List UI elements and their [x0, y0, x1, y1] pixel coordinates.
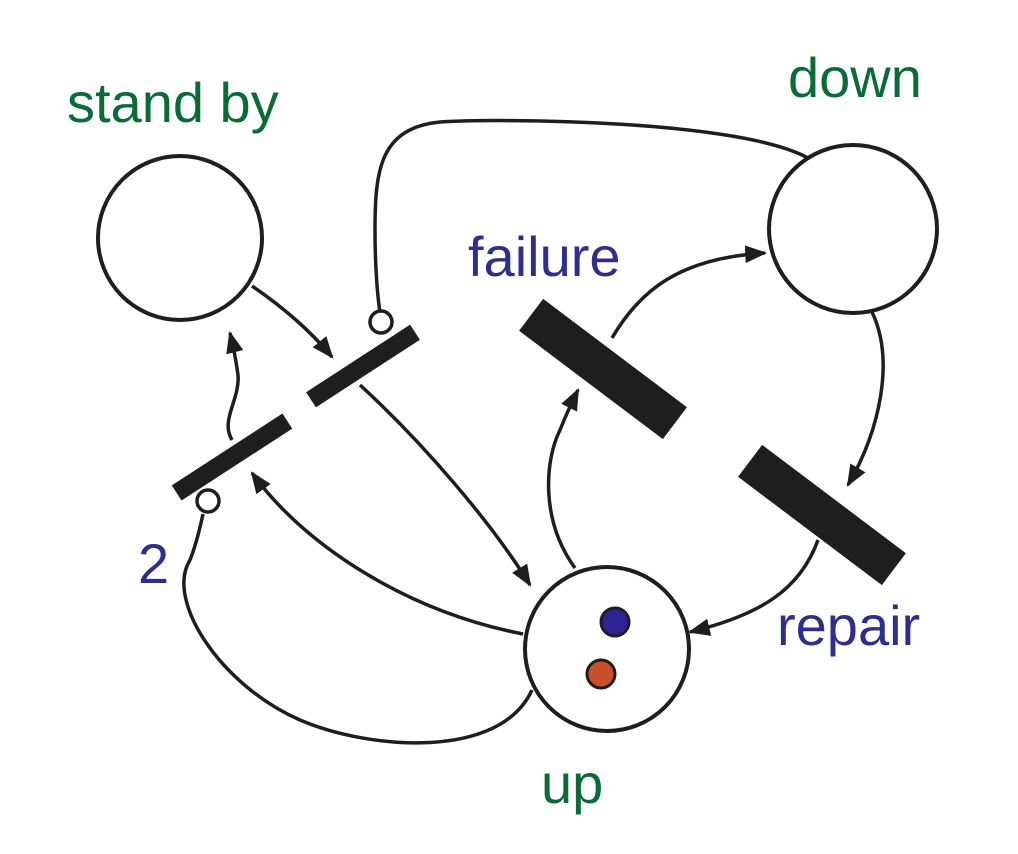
arc-standby-to-transition	[251, 284, 334, 359]
token	[599, 606, 631, 638]
arc-transition-to-up	[358, 383, 532, 587]
place-up	[523, 565, 691, 733]
place-down	[767, 143, 939, 315]
arc-failure-to-down	[610, 245, 768, 339]
arc-transition-to-standby	[226, 330, 244, 441]
token	[585, 658, 617, 690]
places	[96, 143, 939, 733]
label-repair: repair	[777, 594, 920, 657]
inhibitor-lower	[195, 488, 221, 514]
transition-repair	[738, 444, 906, 586]
label-up: up	[541, 752, 603, 815]
arc-up-to-transition	[250, 471, 524, 636]
label-failure: failure	[468, 225, 621, 288]
transition-standby-return	[171, 413, 293, 501]
label-multiplicity-2: 2	[138, 532, 169, 595]
label-down: down	[788, 46, 922, 109]
inhibitors	[195, 309, 394, 514]
transitions	[171, 298, 906, 586]
label-stand-by: stand by	[67, 71, 279, 134]
place-stand-by	[96, 154, 264, 322]
arc-up-inhibit-transition-2	[182, 513, 534, 745]
arc-down-inhibit-standby-transition	[373, 118, 809, 313]
transition-standby-activate	[306, 324, 420, 408]
arcs	[182, 118, 885, 745]
inhibitor-upper	[368, 309, 394, 335]
tokens	[585, 606, 631, 690]
transition-failure	[519, 298, 687, 440]
arc-down-to-repair	[846, 311, 885, 487]
arc-repair-to-up	[687, 539, 820, 636]
labels: stand by down up failure repair 2	[67, 46, 922, 815]
arc-up-to-failure	[546, 388, 580, 570]
